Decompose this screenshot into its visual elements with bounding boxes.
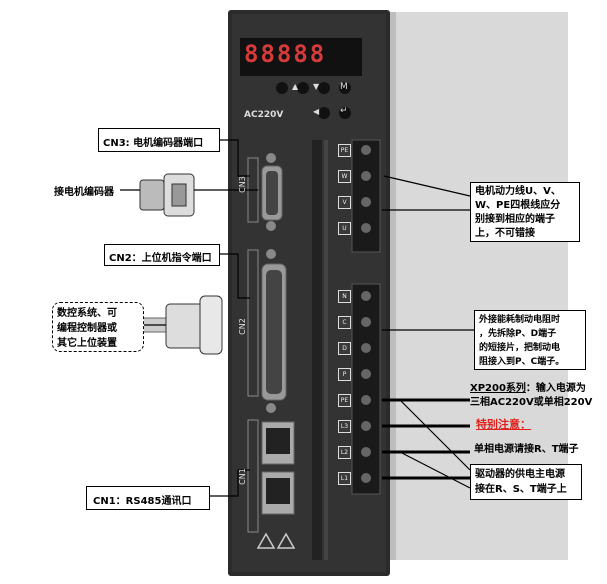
cn3-callout: CN3: 电机编码器端口 [98, 128, 220, 152]
hot-surface-icon [276, 532, 296, 549]
terminal-label-l3: L3 [338, 420, 351, 433]
encoder-label: 接电机编码器 [54, 187, 114, 198]
single-phase-note: 单相电源请接R、T端子 [474, 444, 579, 455]
key-5[interactable] [318, 107, 330, 119]
cn2-silk: CN2 [237, 318, 247, 335]
special-note: 特别注意： [476, 418, 531, 431]
mode-key-label: M [340, 82, 348, 92]
terminal-label-v: V [338, 196, 351, 209]
terminal-label-pe2: PE [338, 394, 351, 407]
terminal-label-l1: L1 [338, 472, 351, 485]
terminal-label-d: D [338, 342, 351, 355]
key-6[interactable] [339, 107, 351, 119]
vent-ribs [312, 140, 328, 560]
warning-icon [256, 532, 276, 549]
terminal-label-l2: L2 [338, 446, 351, 459]
motor-power-callout: 电机动力线U、V、 W、PE四根线应分 别接到相应的端子 上，不可错接 [470, 182, 580, 242]
model-label: AC220V [244, 110, 284, 120]
terminal-label-c: C [338, 316, 351, 329]
down-key-label: ▼ [313, 82, 320, 91]
motor-terminal-block [351, 139, 381, 253]
power-terminal-block [351, 283, 381, 495]
key-1[interactable] [276, 82, 288, 94]
cn1-frame [247, 419, 259, 533]
up-key-label: ▲ [292, 82, 299, 91]
brake-resistor-callout: 外接能耗制动电阻时 ，先拆除P、D端子 的短接片，把制动电 阻接入到P、C端子。 [474, 310, 586, 370]
cn2-callout: CN2：上位机指令端口 [104, 244, 220, 266]
terminal-label-pe: PE [338, 144, 351, 157]
display-digits: 88888 [244, 40, 327, 68]
key-4[interactable] [339, 82, 351, 94]
seven-segment-display [240, 38, 362, 76]
xp200-title: XP200系列 [470, 383, 526, 394]
enter-key-label: ↵ [340, 106, 348, 116]
terminal-label-u: U [338, 222, 351, 235]
terminal-label-p: P [338, 368, 351, 381]
cn1-callout: CN1：RS485通讯口 [86, 486, 210, 510]
key-2[interactable] [297, 82, 309, 94]
control-power-callout: 驱动器的供电主电源 接在R、S、T端子上 [470, 464, 582, 500]
left-key-label: ◀ [313, 107, 320, 116]
terminal-label-n: N [338, 290, 351, 303]
cn3-silk: CN3 [237, 176, 247, 193]
xp200-note: XP200系列：输入电源为 三相AC220V或单相220V [470, 382, 592, 410]
key-3[interactable] [318, 82, 330, 94]
upper-device-callout: 数控系统、可 编程控制器或 其它上位装置 [52, 302, 144, 352]
xp200-text: ：输入电源为 三相AC220V或单相220V [470, 383, 593, 408]
terminal-label-w: W [338, 170, 351, 183]
cn2-frame [247, 249, 259, 397]
encoder-plug [139, 173, 195, 217]
cn1-silk: CN1 [237, 468, 247, 485]
